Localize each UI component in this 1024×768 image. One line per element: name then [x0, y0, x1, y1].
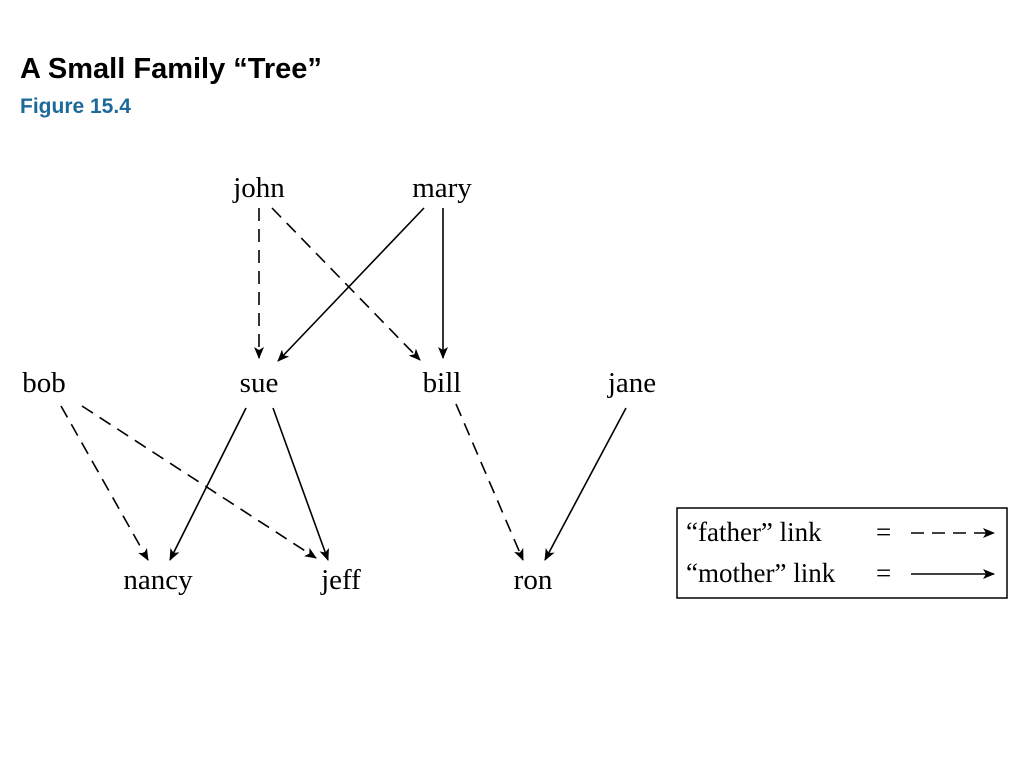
node-bill: bill [423, 367, 462, 399]
legend-father-equals: = [876, 517, 891, 547]
node-mary: mary [412, 172, 472, 204]
legend-box: “father” link = “mother” link = [676, 507, 1008, 599]
figure-caption: Figure 15.4 [20, 95, 131, 118]
node-jane: jane [607, 367, 656, 399]
legend-father-label: “father” link [686, 517, 822, 547]
legend-border [676, 507, 1008, 599]
edge-sue-to-jeff-mother [272, 407, 329, 561]
edge-bob-to-nancy-father [60, 405, 149, 561]
node-bob: bob [22, 367, 66, 399]
legend-mother-label: “mother” link [686, 558, 836, 588]
edge-mary-to-sue-mother [277, 207, 425, 362]
edge-bill-to-ron-father [455, 403, 524, 561]
node-nancy: nancy [123, 564, 193, 596]
legend-mother-equals: = [876, 558, 891, 588]
edge-sue-to-nancy-mother [169, 407, 247, 561]
edge-jane-to-ron-mother [544, 407, 627, 561]
edges-layer [60, 207, 627, 561]
page-title: A Small Family “Tree” [20, 53, 322, 85]
node-ron: ron [514, 564, 553, 596]
edge-bob-to-jeff-father [81, 405, 317, 559]
nodes-layer: john mary bob sue bill jane nancy jeff r… [22, 172, 656, 596]
node-sue: sue [240, 367, 279, 399]
node-jeff: jeff [320, 564, 361, 596]
node-john: john [232, 172, 285, 204]
edge-john-to-bill-father [271, 207, 421, 361]
